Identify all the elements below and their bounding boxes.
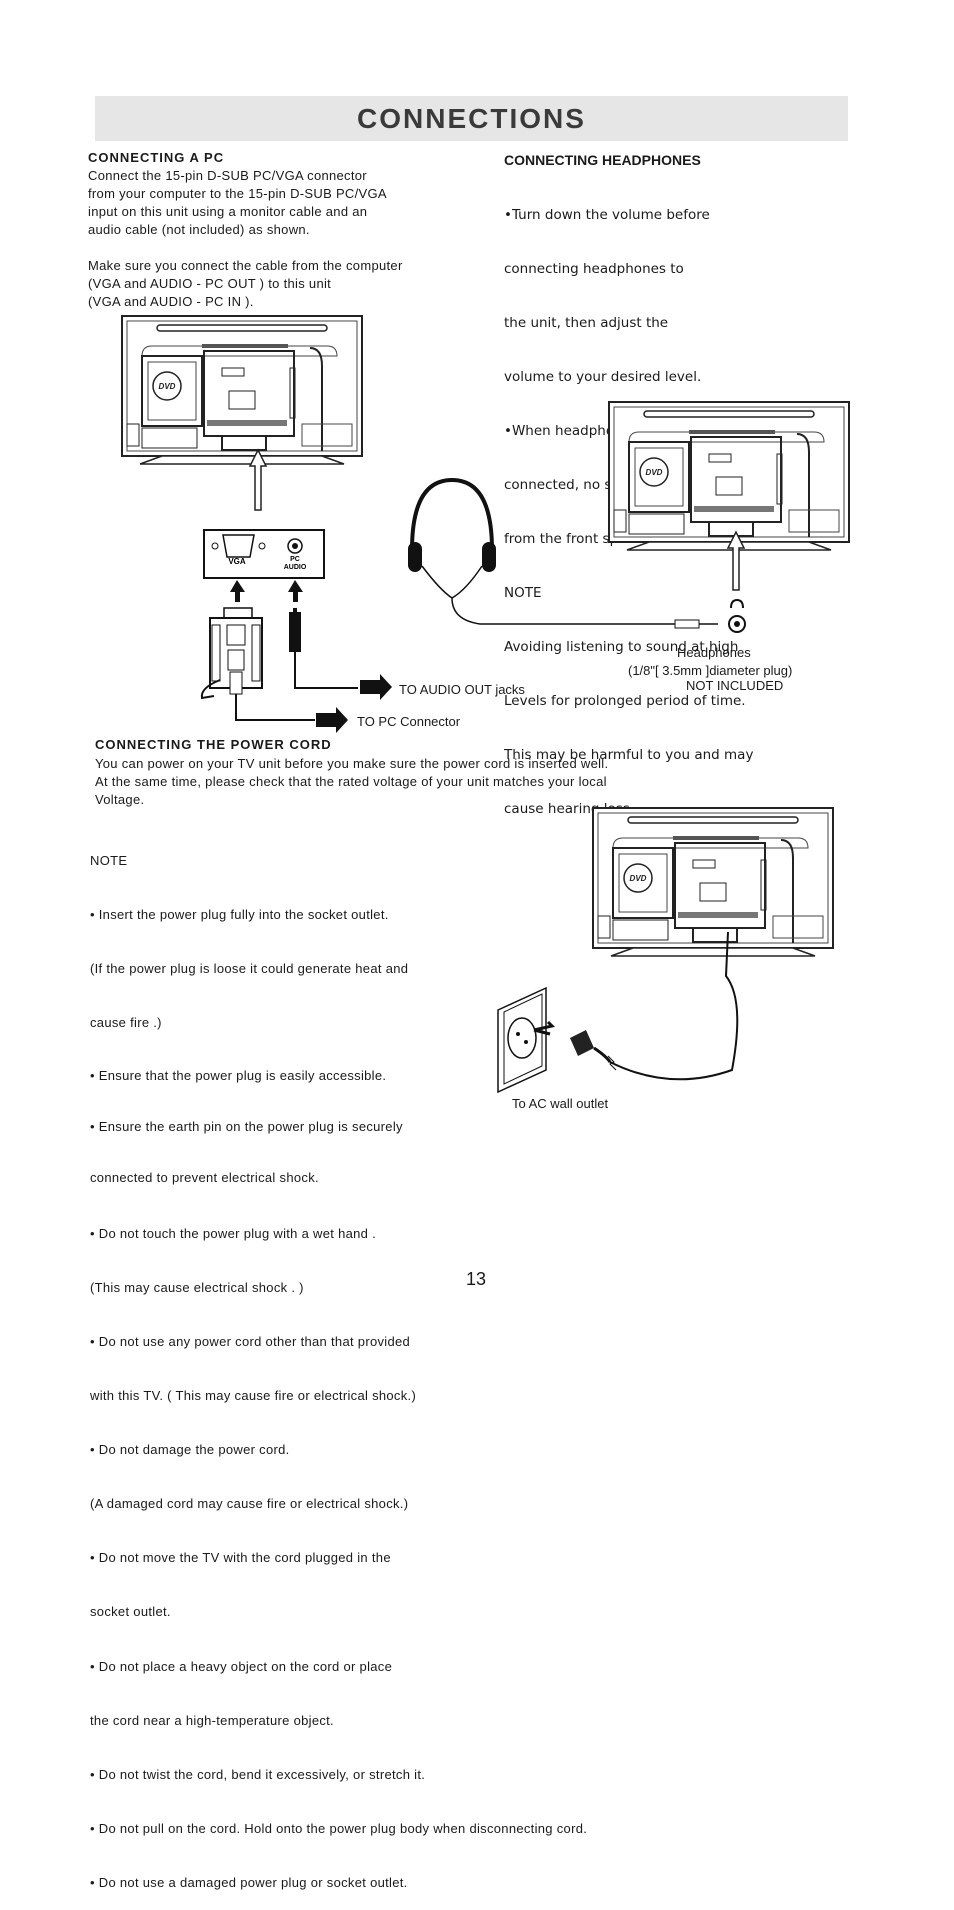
title-bar: CONNECTIONS (95, 96, 848, 141)
power-note-line: the cord near a high-temperature object. (90, 1713, 334, 1728)
hp-line: volume to your desired level. (504, 369, 702, 385)
to-pc-label: TO PC Connector (357, 714, 461, 729)
wall-outlet-icon (497, 986, 547, 1094)
power-intro-line: You can power on your TV unit before you… (95, 756, 609, 771)
lightning-icon (607, 1055, 617, 1071)
power-note-line: • Insert the power plug fully into the s… (90, 907, 389, 922)
arrow-up-icon (726, 530, 746, 591)
power-note-line: connected to prevent electrical shock. (90, 1170, 319, 1185)
arrow-right-icon (360, 674, 392, 700)
power-note-line: • Ensure the earth pin on the power plug… (90, 1119, 403, 1134)
pc-para1-line: audio cable (not included) as shown. (88, 222, 310, 237)
power-note-line: cause fire .) (90, 1015, 162, 1030)
power-heading: CONNECTING THE POWER CORD (95, 737, 332, 752)
power-intro-line: Voltage. (95, 792, 145, 807)
page-title: CONNECTIONS (357, 103, 586, 134)
pc-para2-line: Make sure you connect the cable from the… (88, 258, 403, 273)
outlet-label: To AC wall outlet (512, 1096, 609, 1111)
vga-port-label: VGA (228, 557, 246, 566)
power-note-line: (This may cause electrical shock . ) (90, 1280, 304, 1295)
pc-para1-line: Connect the 15-pin D-SUB PC/VGA connecto… (88, 168, 367, 183)
headphones-icon (410, 477, 494, 551)
power-note-line: • Do not move the TV with the cord plugg… (90, 1550, 391, 1565)
headphones-text: •Turn down the volume before connecting … (504, 170, 753, 836)
power-note-line: (If the power plug is loose it could gen… (90, 961, 409, 976)
power-note-line: with this TV. ( This may cause fire or e… (90, 1388, 417, 1403)
headphones-plug-label: (1/8"[ 3.5mm ]diameter plug) (628, 663, 793, 678)
hp-line: the unit, then adjust the (504, 315, 669, 331)
hp-line: connecting headphones to (504, 261, 684, 277)
hp-line: •Turn down the volume before (504, 207, 710, 223)
power-intro-line: At the same time, please check that the … (95, 774, 607, 789)
connector-panel (203, 529, 325, 579)
arrow-right-icon (316, 707, 348, 733)
power-note-line: • Do not use any power cord other than t… (90, 1334, 411, 1349)
pc-para1-line: from your computer to the 15-pin D-SUB P… (88, 186, 387, 201)
power-note-line: • Do not use a damaged power plug or soc… (90, 1875, 408, 1890)
pc-port-label: PC (290, 556, 300, 563)
power-note-line: • Do not touch the power plug with a wet… (90, 1226, 377, 1241)
power-note-line: • Do not pull on the cord. Hold onto the… (90, 1821, 588, 1836)
pc-para1-line: input on this unit using a monitor cable… (88, 204, 368, 219)
pc-para2-line: (VGA and AUDIO - PC OUT ) to this unit (88, 276, 332, 291)
power-note-line: • Do not damage the power cord. (90, 1442, 290, 1457)
audio-plug-icon (289, 612, 301, 652)
power-cord (609, 931, 739, 1081)
hp-line: This may be harmful to you and may (504, 747, 754, 763)
power-plug-icon (570, 1030, 594, 1056)
audio-port-label: AUDIO (284, 564, 307, 571)
not-included-label: NOT INCLUDED (686, 678, 784, 693)
to-audio-label: TO AUDIO OUT jacks (399, 682, 525, 697)
power-note-line: (A damaged cord may cause fire or electr… (90, 1496, 409, 1511)
arrow-up-icon (230, 580, 245, 602)
page-number: 13 (466, 1269, 487, 1289)
power-note-line: socket outlet. (90, 1604, 171, 1619)
pc-para1: Connect the 15-pin D-SUB PC/VGA connecto… (88, 167, 387, 239)
power-note-line: • Do not twist the cord, bend it excessi… (90, 1767, 426, 1782)
power-note-line: • Do not place a heavy object on the cor… (90, 1659, 393, 1674)
headphones-diagram (408, 477, 746, 633)
hp-line: Levels for prolonged period of time. (504, 693, 746, 709)
headphone-symbol-icon (730, 598, 744, 609)
pc-para2: Make sure you connect the cable from the… (88, 257, 403, 311)
pc-diagram: VGA PC AUDIO (200, 448, 392, 733)
headphones-heading: CONNECTING HEADPHONES (504, 152, 701, 168)
pc-heading: CONNECTING A PC (88, 150, 225, 165)
power-diagram (497, 931, 739, 1094)
hp-note-title: NOTE (504, 585, 542, 601)
pc-para2-line: (VGA and AUDIO - PC IN ). (88, 294, 254, 309)
power-intro: You can power on your TV unit before you… (95, 755, 608, 809)
power-note-line: • Ensure that the power plug is easily a… (90, 1068, 387, 1083)
arrow-up-icon (288, 580, 303, 602)
arrow-up-icon (248, 448, 268, 511)
headphones-label: Headphones (677, 645, 751, 660)
hp-line: Avoiding listening to sound at high (504, 639, 739, 655)
vga-port-icon (222, 534, 255, 558)
power-note-title: NOTE (90, 853, 128, 868)
